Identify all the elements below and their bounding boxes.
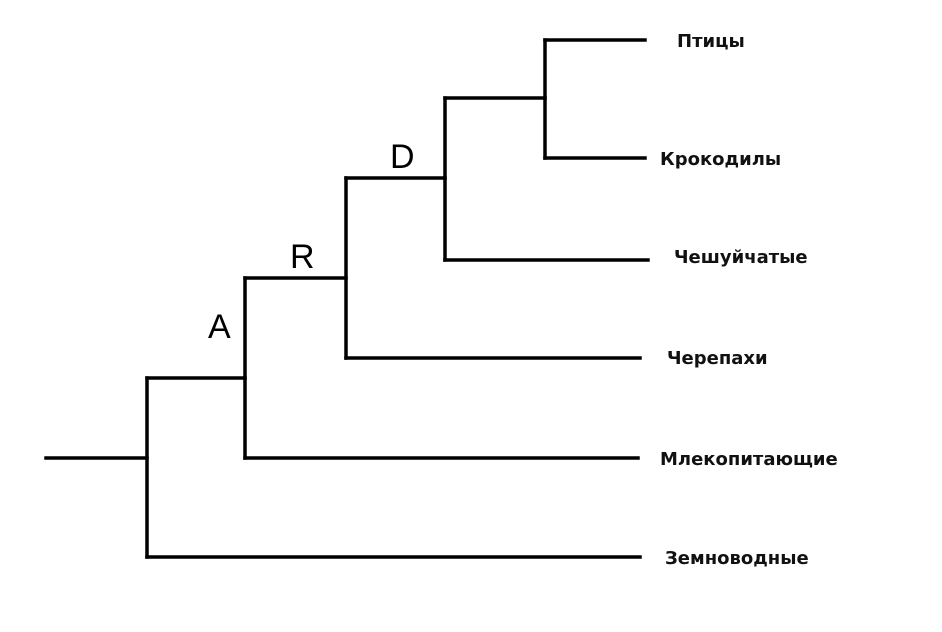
taxon-squamates: Чешуйчатые <box>674 247 808 268</box>
taxon-crocodiles: Крокодилы <box>660 149 781 170</box>
taxon-amphibians: Земноводные <box>665 548 809 569</box>
taxon-turtles: Черепахи <box>667 348 768 369</box>
node-label-d: D <box>390 138 415 176</box>
node-label-a: A <box>208 308 231 346</box>
node-label-r: R <box>290 238 315 276</box>
taxon-birds: Птицы <box>677 31 745 52</box>
taxon-mammals: Млекопитающие <box>660 449 838 470</box>
